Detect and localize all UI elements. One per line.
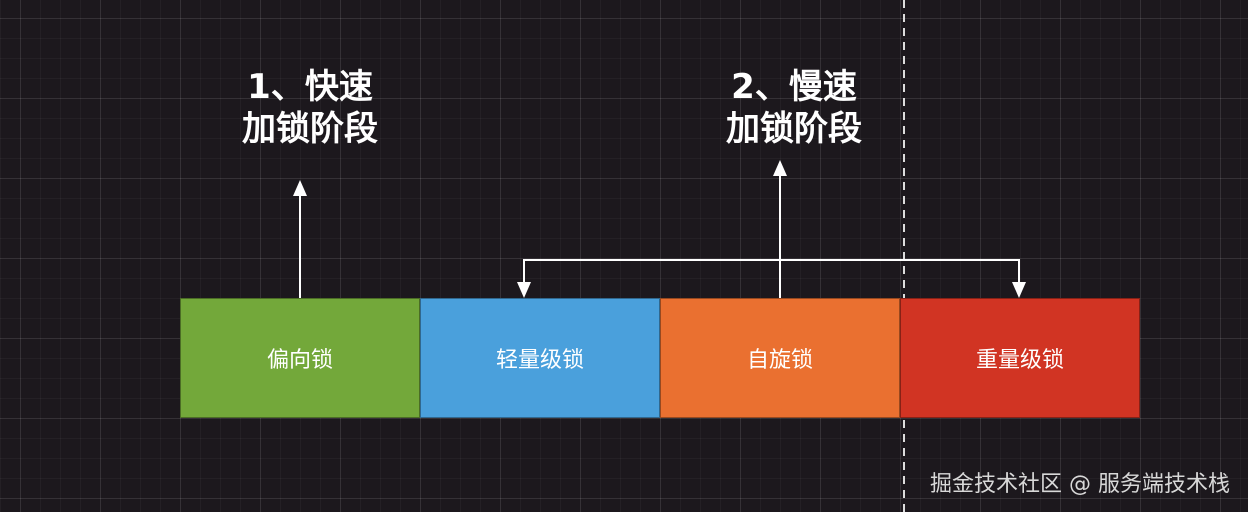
fast-phase-arrow-head [293,180,307,196]
slow-phase-line1: 2、慢速 [731,67,857,107]
fast-lock-phase-label: 1、快速 加锁阶段 [200,66,420,150]
watermark: 掘金技术社区 @ 服务端技术栈 [930,472,1230,497]
fast-phase-line2: 加锁阶段 [242,109,378,149]
slow-phase-line2: 加锁阶段 [726,109,862,149]
fast-phase-line1: 1、快速 [247,67,373,107]
lightweight-arrow-head [517,282,531,298]
spin-lock-box: 自旋锁 [660,298,900,418]
slow-lock-phase-label: 2、慢速 加锁阶段 [684,66,904,150]
lock-transition-bracket [523,259,1020,286]
lock-states-row: 偏向锁 轻量级锁 自旋锁 重量级锁 [180,298,1140,418]
heavyweight-lock-box: 重量级锁 [900,298,1140,418]
slow-phase-arrow-head [773,160,787,176]
heavyweight-arrow-head [1012,282,1026,298]
lightweight-lock-box: 轻量级锁 [420,298,660,418]
biased-lock-box: 偏向锁 [180,298,420,418]
